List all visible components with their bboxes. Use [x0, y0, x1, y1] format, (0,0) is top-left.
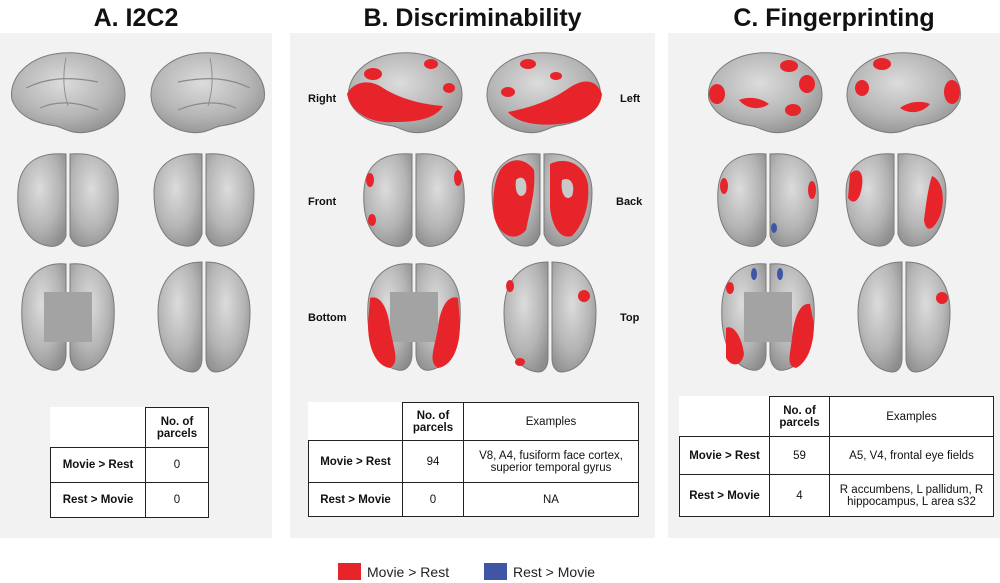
- table-corner: [308, 402, 403, 441]
- legend-label: Rest > Movie: [513, 563, 596, 580]
- panel-b-table: No. of parcels Examples Movie > Rest 94 …: [308, 402, 639, 517]
- table-row-label: Movie > Rest: [308, 440, 403, 483]
- panel-b-brain-lateral-right: [347, 52, 463, 134]
- panel-a-brain-lateral-left: [150, 52, 265, 134]
- view-label-top: Top: [620, 312, 640, 324]
- panel-c-brain-lateral-left: [846, 52, 961, 134]
- table-cell-examples: A5, V4, frontal eye fields: [829, 436, 994, 475]
- view-label-front: Front: [308, 196, 337, 208]
- legend-swatch-red: [338, 563, 361, 580]
- panel-b-brain-lateral-left: [486, 52, 602, 134]
- panel-c-brain-back: [845, 153, 947, 247]
- table-cell-parcels: 0: [402, 482, 464, 517]
- table-header-parcels: No. of parcels: [769, 396, 830, 437]
- panel-c-brain-lateral-right: [708, 52, 823, 134]
- table-cell-parcels: 59: [769, 436, 830, 475]
- panel-b-title: B. Discriminability: [363, 4, 582, 32]
- panel-a-table: No. of parcels Movie > Rest 0 Rest > Mov…: [50, 407, 209, 518]
- view-label-back: Back: [616, 196, 643, 208]
- panel-a-brain-back: [153, 153, 255, 247]
- table-cell-examples: V8, A4, fusiform face cortex, superior t…: [463, 440, 639, 483]
- table-header-parcels: No. of parcels: [402, 402, 464, 441]
- table-corner: [50, 407, 146, 448]
- panel-a-brain-bottom: [21, 263, 115, 371]
- legend-item-rest-movie: Rest > Movie: [484, 560, 595, 583]
- panel-a-brain-front: [17, 153, 119, 247]
- table-row-label: Rest > Movie: [679, 474, 770, 517]
- table-row-label: Movie > Rest: [679, 436, 770, 475]
- table-cell-parcels: 94: [402, 440, 464, 483]
- panel-c-brain-top: [857, 261, 951, 373]
- panel-b-brain-top: [503, 261, 597, 373]
- panel-c-table: No. of parcels Examples Movie > Rest 59 …: [679, 396, 994, 517]
- table-cell-examples: NA: [463, 482, 639, 517]
- view-label-left: Left: [620, 93, 641, 105]
- panel-a-brain-top: [157, 261, 251, 373]
- panel-b-brain-front: [363, 153, 465, 247]
- panel-b-brain-back: [491, 153, 593, 247]
- table-row-label: Movie > Rest: [50, 447, 146, 483]
- view-label-bottom: Bottom: [308, 312, 347, 324]
- table-header-examples: Examples: [829, 396, 994, 437]
- table-cell-parcels: 0: [145, 447, 209, 483]
- table-cell-parcels: 0: [145, 482, 209, 518]
- table-row-label: Rest > Movie: [50, 482, 146, 518]
- panel-c-brain-bottom: [721, 263, 815, 371]
- legend-swatch-blue: [484, 563, 507, 580]
- table-corner: [679, 396, 770, 437]
- table-header-examples: Examples: [463, 402, 639, 441]
- panel-b-brain-bottom: [367, 263, 461, 371]
- panel-c-brain-front: [717, 153, 819, 247]
- table-cell-examples: R accumbens, L pallidum, R hippocampus, …: [829, 474, 994, 517]
- legend-item-movie-rest: Movie > Rest: [338, 560, 449, 583]
- panel-c-title: C. Fingerprinting: [733, 4, 935, 32]
- view-label-right: Right: [308, 93, 337, 105]
- table-row-label: Rest > Movie: [308, 482, 403, 517]
- panel-a-title: A. I2C2: [93, 4, 179, 32]
- table-header-parcels: No. of parcels: [145, 407, 209, 448]
- legend-label: Movie > Rest: [367, 563, 450, 580]
- table-cell-parcels: 4: [769, 474, 830, 517]
- panel-a-brain-lateral-right: [11, 52, 126, 134]
